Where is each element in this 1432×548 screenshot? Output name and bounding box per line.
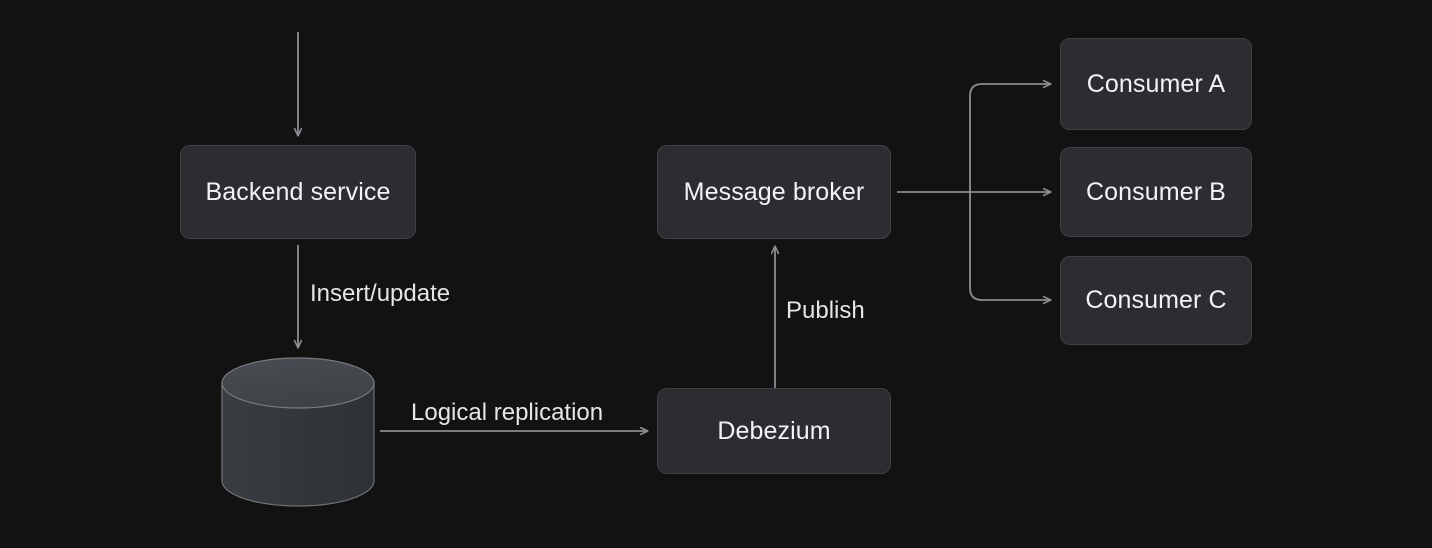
node-message-broker[interactable]: Message broker xyxy=(657,145,891,239)
node-consumer-b[interactable]: Consumer B xyxy=(1060,147,1252,237)
node-consumer-a-label: Consumer A xyxy=(1086,69,1226,98)
node-backend-service[interactable]: Backend service xyxy=(180,145,416,239)
edge-label-publish: Publish xyxy=(786,297,865,324)
connector-broker-to-consumer-c xyxy=(969,192,1051,300)
node-consumer-c-label: Consumer C xyxy=(1085,286,1227,314)
node-backend-service-label: Backend service xyxy=(205,177,391,206)
node-debezium-label: Debezium xyxy=(717,416,831,445)
edge-label-logical-replication: Logical replication xyxy=(411,399,604,426)
connector-broker-to-consumer-a xyxy=(969,84,1051,192)
node-consumer-b-label: Consumer B xyxy=(1086,177,1226,206)
node-consumer-a[interactable]: Consumer A xyxy=(1060,38,1252,130)
edge-label-insert-update: Insert/update xyxy=(310,280,451,307)
node-consumer-c[interactable]: Consumer C xyxy=(1060,256,1252,345)
database-cylinder-icon xyxy=(221,357,375,507)
node-debezium[interactable]: Debezium xyxy=(657,388,891,474)
node-message-broker-label: Message broker xyxy=(683,177,865,206)
